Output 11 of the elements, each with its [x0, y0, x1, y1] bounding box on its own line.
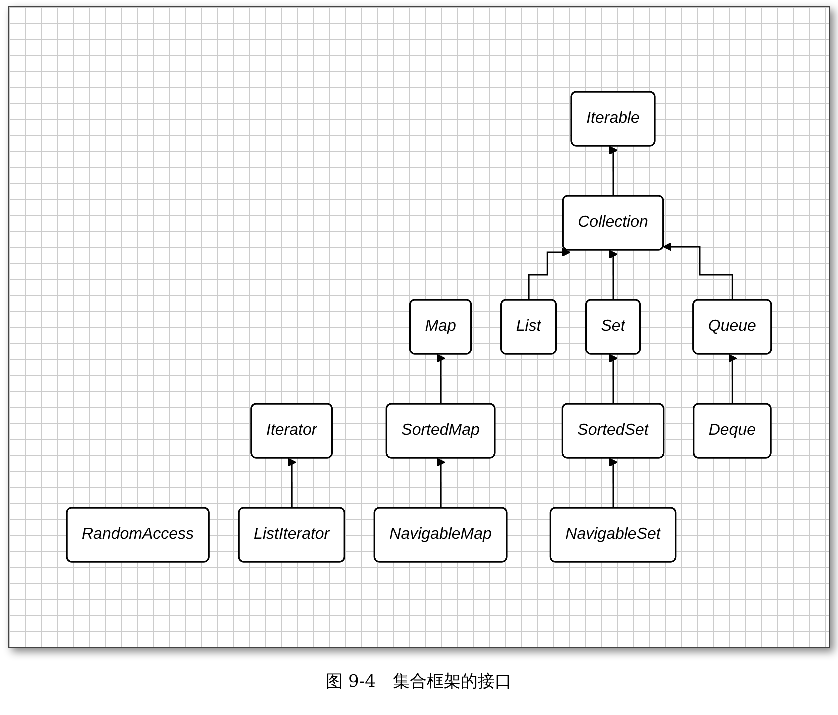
arrow — [436, 354, 446, 406]
arrow — [609, 458, 618, 510]
arrow — [609, 354, 618, 406]
arrow — [609, 146, 618, 198]
arrow — [436, 458, 446, 510]
arrow — [609, 250, 618, 302]
arrow — [288, 458, 296, 510]
arrow — [528, 248, 571, 302]
arrow — [728, 354, 738, 406]
arrow — [662, 242, 734, 302]
figure-caption: 图 9-4 集合框架的接口 — [326, 671, 512, 693]
